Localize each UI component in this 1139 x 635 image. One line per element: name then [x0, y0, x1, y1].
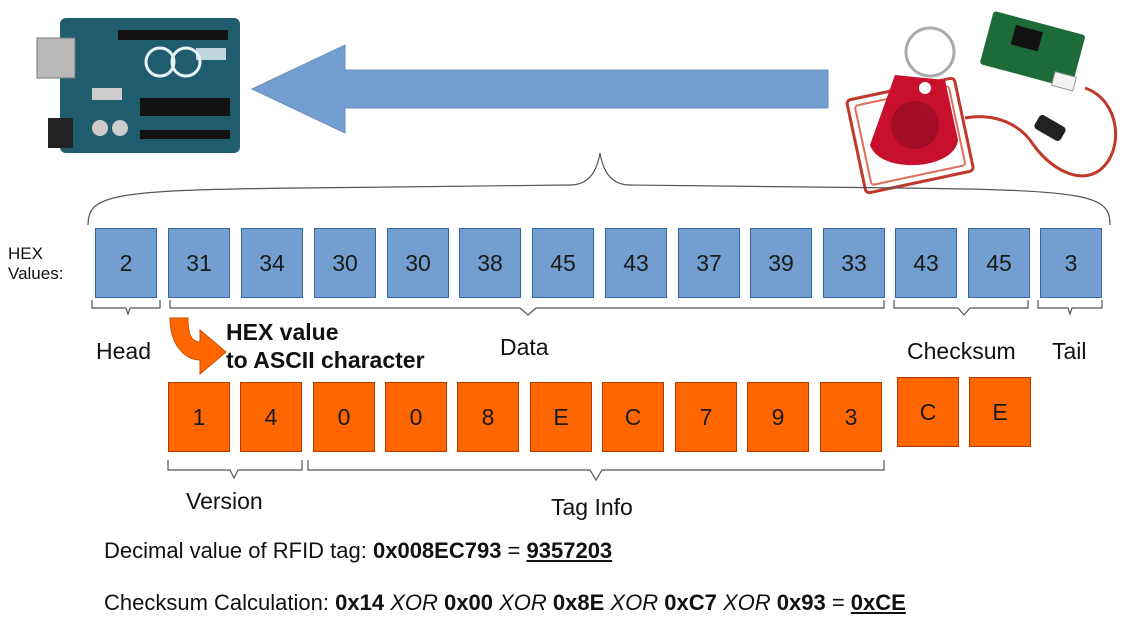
hex-value-box: 38 [459, 228, 521, 298]
tag-info-brace [307, 460, 885, 482]
hex-value-box: 45 [532, 228, 594, 298]
xor-operator: XOR [610, 590, 659, 615]
checksum-brace [893, 300, 1029, 316]
ascii-value-box: 7 [675, 382, 737, 452]
ascii-value-box: 9 [747, 382, 809, 452]
head-label: Head [96, 338, 151, 364]
hex-value-box: 45 [968, 228, 1030, 298]
conversion-arrow-icon [169, 317, 227, 376]
hex-label-line1: HEX [8, 244, 43, 263]
hex-value-box: 3 [1040, 228, 1102, 298]
checksum-term: 0x00 [444, 590, 493, 615]
hex-value-box: 43 [895, 228, 957, 298]
ascii-value-box: E [530, 382, 592, 452]
xor-operator: XOR [722, 590, 771, 615]
conversion-note-line1: HEX value [226, 319, 339, 345]
checksum-eq: = [825, 590, 851, 615]
decimal-prefix: Decimal value of RFID tag: [104, 538, 373, 563]
rfid-keyfob-icon [845, 26, 975, 195]
hex-values-label: HEX Values: [8, 244, 63, 284]
checksum-term: 0x93 [776, 590, 826, 615]
ascii-value-box: C [602, 382, 664, 452]
tail-label: Tail [1052, 338, 1087, 364]
ascii-value-box: 4 [240, 382, 302, 452]
decimal-value-line: Decimal value of RFID tag: 0x008EC793 = … [104, 538, 612, 564]
ascii-value-box: 8 [457, 382, 519, 452]
hex-value-box: 34 [241, 228, 303, 298]
conversion-note: HEX value to ASCII character [226, 318, 425, 374]
decimal-eq: = [501, 538, 527, 563]
ascii-value-box: 1 [168, 382, 230, 452]
conversion-note-line2: to ASCII character [226, 347, 425, 373]
tail-brace [1037, 300, 1103, 316]
checksum-calculation-line: Checksum Calculation: 0x14 XOR 0x00 XOR … [104, 590, 906, 616]
checksum-prefix: Checksum Calculation: [104, 590, 336, 615]
ascii-value-box: 3 [820, 382, 882, 452]
tag-info-label: Tag Info [551, 494, 633, 520]
checksum-term: 0x14 [335, 590, 385, 615]
hex-value-box: 33 [823, 228, 885, 298]
xor-operator: XOR [499, 590, 547, 615]
ascii-value-box: E [969, 377, 1031, 447]
version-label: Version [186, 488, 263, 514]
data-brace [169, 300, 885, 316]
hex-value-box: 31 [168, 228, 230, 298]
all-values-brace [87, 152, 1111, 226]
hex-value-box: 43 [605, 228, 667, 298]
hex-value-box: 2 [95, 228, 157, 298]
decimal-hex: 0x008EC793 [372, 538, 502, 563]
hex-value-box: 30 [314, 228, 376, 298]
checksum-label: Checksum [907, 338, 1016, 364]
head-brace [91, 300, 161, 316]
xor-operator: XOR [390, 590, 438, 615]
checksum-term: 0xC7 [664, 590, 717, 615]
ascii-value-box: 0 [385, 382, 447, 452]
decimal-result: 9357203 [526, 538, 613, 563]
data-label: Data [500, 334, 549, 360]
rfid-reader-icon [964, 11, 1117, 178]
ascii-value-box: 0 [313, 382, 375, 452]
arduino-board-icon [36, 18, 240, 153]
version-brace [167, 460, 303, 480]
hex-label-line2: Values: [8, 264, 64, 283]
checksum-result: 0xCE [850, 590, 906, 615]
hex-value-box: 37 [678, 228, 740, 298]
ascii-value-box: C [897, 377, 959, 447]
checksum-term: 0x8E [552, 590, 605, 615]
hex-value-box: 39 [750, 228, 812, 298]
transfer-arrow [250, 44, 829, 134]
hex-value-box: 30 [387, 228, 449, 298]
